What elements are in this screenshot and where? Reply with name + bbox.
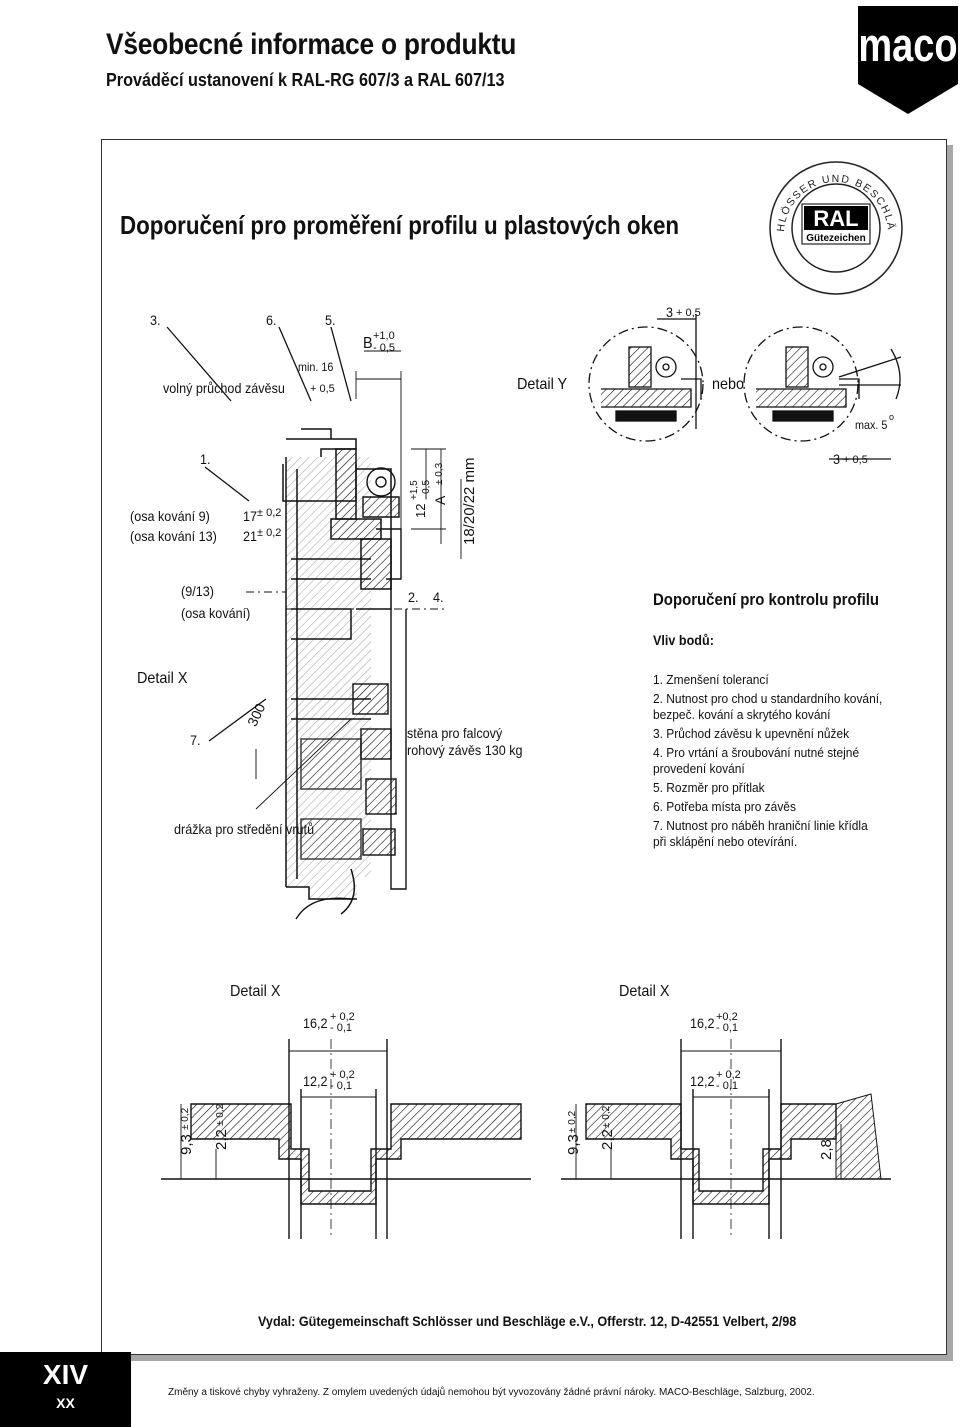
maco-logo: maco [858,6,958,114]
label-nebo: nebo [712,376,745,393]
logo-text: maco [858,19,957,72]
detail-y-drawing [588,314,704,442]
page-number: XX [56,1395,75,1411]
page-title: Všeobecné informace o produktu [106,28,517,61]
callout-6: 6. [266,312,277,328]
dim-17: 17 [243,508,258,524]
detail-right-w2: 12,2 [690,1073,715,1089]
profile-check-heading: Doporučení pro kontrolu profilu [653,590,880,609]
detail-right-w1: 16,2 [690,1015,715,1031]
dim-21: 21 [243,528,258,544]
detail-right-w1-plus: +0,2 [716,1011,738,1023]
note-item: 3. Průchod závěsu k upevnění nůžek [653,726,850,741]
dim-21-tol: ± 0,2 [257,527,282,539]
seal-ral-mark: RAL [813,206,858,231]
page-subtitle: Prováděcí ustanovení k RAL-RG 607/3 a RA… [106,70,505,90]
content-frame [101,139,947,1355]
label-stena: stěna pro falcový [407,725,503,741]
content-title: Doporučení pro proměření profilu u plast… [120,210,680,240]
detail-left-h1-tol: ± 0,2 [180,1107,191,1130]
callout-1: 1. [200,451,211,467]
detail-x-left-title: Detail X [230,983,281,1000]
seal-caption: Gütezeichen [806,233,865,244]
dim-a-tol: ± 0,3 [434,462,445,485]
label-detail-y: Detail Y [517,376,568,393]
callout-7: 7. [190,732,201,748]
dim-3-bottom: 3 [833,451,841,467]
publisher-line: Vydal: Gütegemeinschaft Schlösser und Be… [258,1313,797,1329]
dim-17-tol: ± 0,2 [257,507,282,519]
dim-3-top-tol: + 0,5 [676,307,701,319]
note-item: 1. Zmenšení tolerancí [653,672,769,687]
detail-left-h2: 2,2 [213,1129,230,1150]
callout-5: 5. [325,312,336,328]
profile-drawing [161,314,902,1239]
label-osa-kovani: (osa kování) [181,605,251,621]
profile-check-subheading: Vliv bodů: [653,632,714,648]
label-detail-x-top: Detail X [137,670,188,687]
dim-12-tol-minus: - 0,5 [421,479,432,500]
detail-left-w1: 16,2 [303,1015,328,1031]
glazing-profile [295,609,407,920]
detail-left-w2-plus: + 0,2 [330,1069,355,1081]
detail-right-w2-plus: + 0,2 [716,1069,741,1081]
note-item: 7. Nutnost pro náběh hraniční linie kříd… [653,818,868,849]
dim-a: A [432,495,448,505]
note-item: 5. Rozměr pro přítlak [653,780,765,795]
label-stena-2: rohový závěs 130 kg [407,742,523,758]
detail-left-h2-tol: ± 0,2 [215,1103,226,1126]
label-9-13: (9/13) [181,583,214,599]
ral-quality-seal: SCHLÖSSER UND BESCHLÄGE RAL Gütezeichen [768,160,903,295]
detail-x-left-drawing [161,1039,531,1239]
dim-min16: min. 16 [298,360,334,374]
detail-x-right-title: Detail X [619,983,670,1000]
footer-disclaimer: Změny a tiskové chyby vyhraženy. Z omyle… [168,1387,815,1398]
dim-b: B [363,335,373,352]
dim-18-20-22: 18/20/22 mm [461,457,478,545]
dim-3-bottom-tol: + 0,5 [843,454,868,466]
dim-tol-05: + 0,5 [310,383,335,395]
callout-3: 3. [150,312,161,328]
detail-y-alt-drawing [743,326,902,460]
page-badge: XIV XX [0,1352,131,1427]
detail-left-w1-plus: + 0,2 [330,1011,355,1023]
detail-left-h1: 9,3 [178,1134,195,1155]
label-degree: o [889,412,895,422]
callout-4: 4. [433,589,444,605]
note-item: 2. Nutnost pro chod u standardního kován… [653,691,883,722]
sash-profile [282,428,392,610]
dim-b-tol-minus: - 0,5 [373,342,396,354]
label-volny-pruchod: volný průchod závěsu [163,380,285,396]
note-item: 6. Potřeba místa pro závěs [653,799,796,814]
dim-12: 12 [413,503,428,518]
dim-12-tol-plus: +1,5 [409,480,420,500]
dim-3-top: 3 [666,304,674,320]
detail-right-h2-tol: ± 0,2 [601,1105,612,1128]
detail-right-h1: 9,3 [565,1134,582,1155]
label-osa-13: (osa kování 13) [130,528,217,544]
detail-right-h1-tol: ± 0,2 [567,1110,578,1133]
label-max5: max. 5 [855,418,888,432]
profile-check-notes: 1. Zmenšení tolerancí 2. Nutnost pro cho… [653,672,883,853]
detail-left-w1-minus: - 0,1 [330,1022,353,1034]
frame-profile [285,457,371,915]
detail-left-w2-minus: - 0,1 [330,1080,353,1092]
detail-left-w2: 12,2 [303,1073,328,1089]
detail-right-h2: 2,2 [599,1129,616,1150]
detail-x-right-drawing [561,1039,891,1239]
dim-b-tol-plus: +1,0 [373,330,395,342]
label-drazka: drážka pro středění vrutů [174,821,315,837]
note-item: 4. Pro vrtání a šroubování nutné stejné … [653,745,860,776]
section-number: XIV [42,1359,89,1390]
detail-right-w2-minus: - 0,1 [716,1080,739,1092]
detail-right-h3: 2,8 [818,1139,835,1160]
callout-2: 2. [408,589,419,605]
label-osa-9: (osa kování 9) [130,508,210,524]
detail-right-w1-minus: - 0,1 [716,1022,739,1034]
